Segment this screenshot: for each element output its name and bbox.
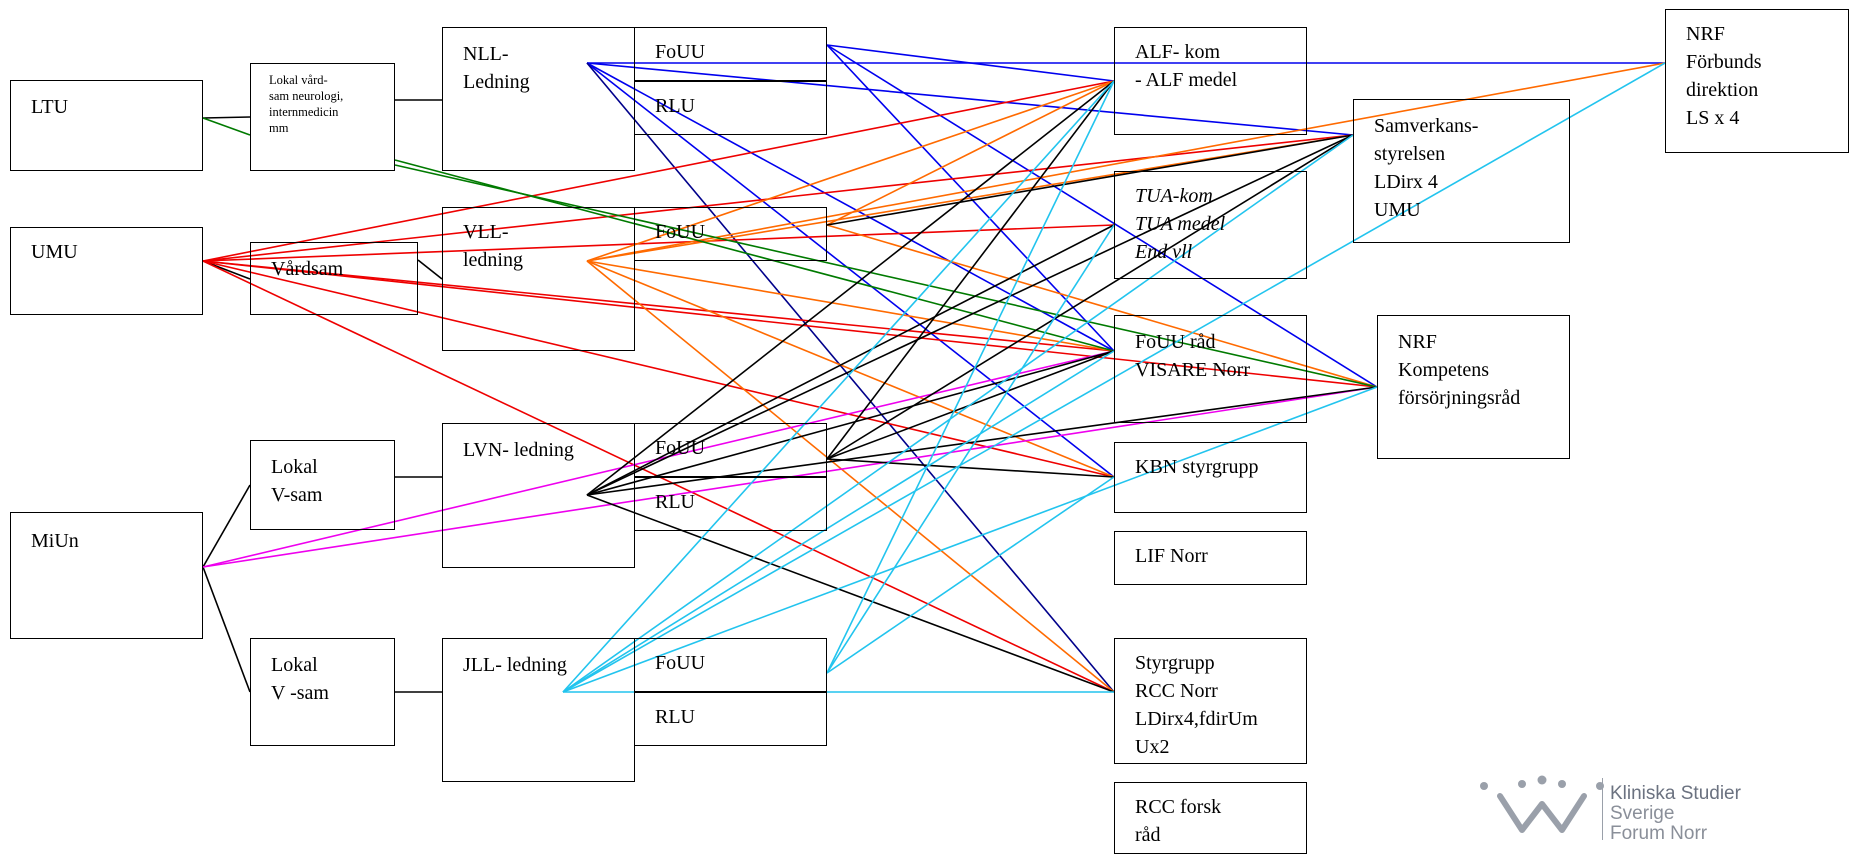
node-fouu-rad: FoUU råd VISARE Norr [1114, 315, 1307, 423]
connector-blue-12 [586, 62, 1115, 478]
connector-orange-24 [586, 80, 1115, 262]
node-nrf-forbundsdirektion: NRF Förbunds direktion LS x 4 [1665, 9, 1849, 153]
connector-black-39 [586, 350, 1115, 496]
connector-black-36 [586, 80, 1115, 496]
connector-black-41 [586, 494, 1115, 693]
connector-blue-13 [826, 44, 1115, 82]
node-alf-kom: ALF- kom - ALF medel [1114, 27, 1307, 135]
connector-blue-10 [586, 62, 1354, 136]
connector-orange-26 [586, 62, 1666, 262]
connector-orange-31 [826, 224, 1378, 388]
connector-black-37 [586, 134, 1354, 496]
connector-black-2 [202, 484, 251, 568]
node-umu: UMU [10, 227, 203, 315]
connector-black-5 [417, 259, 443, 280]
connector-red-21 [202, 260, 1378, 388]
node-rlu-jll: RLU [634, 692, 827, 746]
node-samverkansstyrelsen: Samverkans- styrelsen LDirx 4 UMU [1353, 99, 1570, 243]
node-rlu-nll: RLU [634, 81, 827, 135]
connector-blue-11 [586, 62, 1115, 352]
connector-black-43 [826, 458, 1115, 478]
connector-navy-16 [586, 62, 1115, 693]
connector-black-3 [202, 566, 251, 693]
node-nll-ledning: NLL- Ledning [442, 27, 635, 171]
node-fouu-nll: FoUU [634, 27, 827, 81]
connector-black-0 [202, 116, 251, 119]
node-lif-norr: LIF Norr [1114, 531, 1307, 585]
node-lvn-ledning: LVN- ledning [442, 423, 635, 568]
node-tua-kom: TUA-kom TUA medel End vll [1114, 171, 1307, 279]
crown-icon [1480, 775, 1604, 833]
node-jll-ledning: JLL- ledning [442, 638, 635, 782]
connection-lines [202, 44, 1666, 693]
connector-orange-30 [826, 80, 1115, 226]
node-fouu-jll: FoUU [634, 638, 827, 692]
connector-blue-14 [826, 44, 1378, 388]
node-nrf-kompetensforsorjningsrad: NRF Kompetens försörjningsråd [1377, 315, 1570, 459]
node-lokal-vardsam: Lokal vård- sam neurologi, internmedicin… [250, 63, 395, 171]
node-kbn-styrgrupp: KBN styrgrupp [1114, 442, 1307, 513]
logo-line-3: Forum Norr [1610, 823, 1708, 844]
logo-line-2: Sverige [1610, 803, 1675, 824]
connector-red-22 [202, 260, 1115, 478]
node-miun: MiUn [10, 512, 203, 639]
connector-green-33 [394, 164, 1378, 388]
node-rcc-styrgrupp: Styrgrupp RCC Norr LDirx4,fdirUm Ux2 [1114, 638, 1307, 764]
logo-line-1: Kliniska Studier [1610, 783, 1741, 804]
connector-cyan-49 [562, 350, 1115, 693]
node-ltu: LTU [10, 80, 203, 171]
connector-cyan-50 [562, 80, 1115, 693]
node-vll-ledning: VLL- ledning [442, 207, 635, 351]
connector-cyan-52 [562, 386, 1378, 693]
connector-black-42 [826, 134, 1354, 460]
node-lokal-vsam-1: Lokal V-sam [250, 440, 395, 530]
connector-cyan-53 [826, 80, 1115, 674]
connector-black-46 [826, 134, 1354, 226]
connector-orange-25 [586, 134, 1354, 262]
connector-orange-29 [586, 260, 1115, 693]
connector-green-8 [202, 117, 251, 136]
node-fouu-lvn: FoUU [634, 423, 827, 477]
node-rlu-lvn: RLU [634, 477, 827, 531]
node-rcc-forsk-rad: RCC forsk råd [1114, 782, 1307, 854]
connector-red-19 [202, 224, 1115, 262]
connector-cyan-55 [826, 476, 1115, 674]
connector-black-44 [826, 80, 1115, 460]
node-lokal-vsam-2: Lokal V -sam [250, 638, 395, 746]
connector-black-38 [586, 224, 1115, 496]
connector-red-20 [202, 260, 1115, 352]
node-fouu-vll: FoUU [634, 207, 827, 261]
connector-cyan-48 [562, 134, 1354, 693]
connector-red-17 [202, 80, 1115, 262]
logo: Kliniska Studier Sverige Forum Norr [1478, 772, 1778, 852]
node-vardsam: Vårdsam [250, 242, 418, 315]
connector-cyan-54 [826, 224, 1115, 674]
